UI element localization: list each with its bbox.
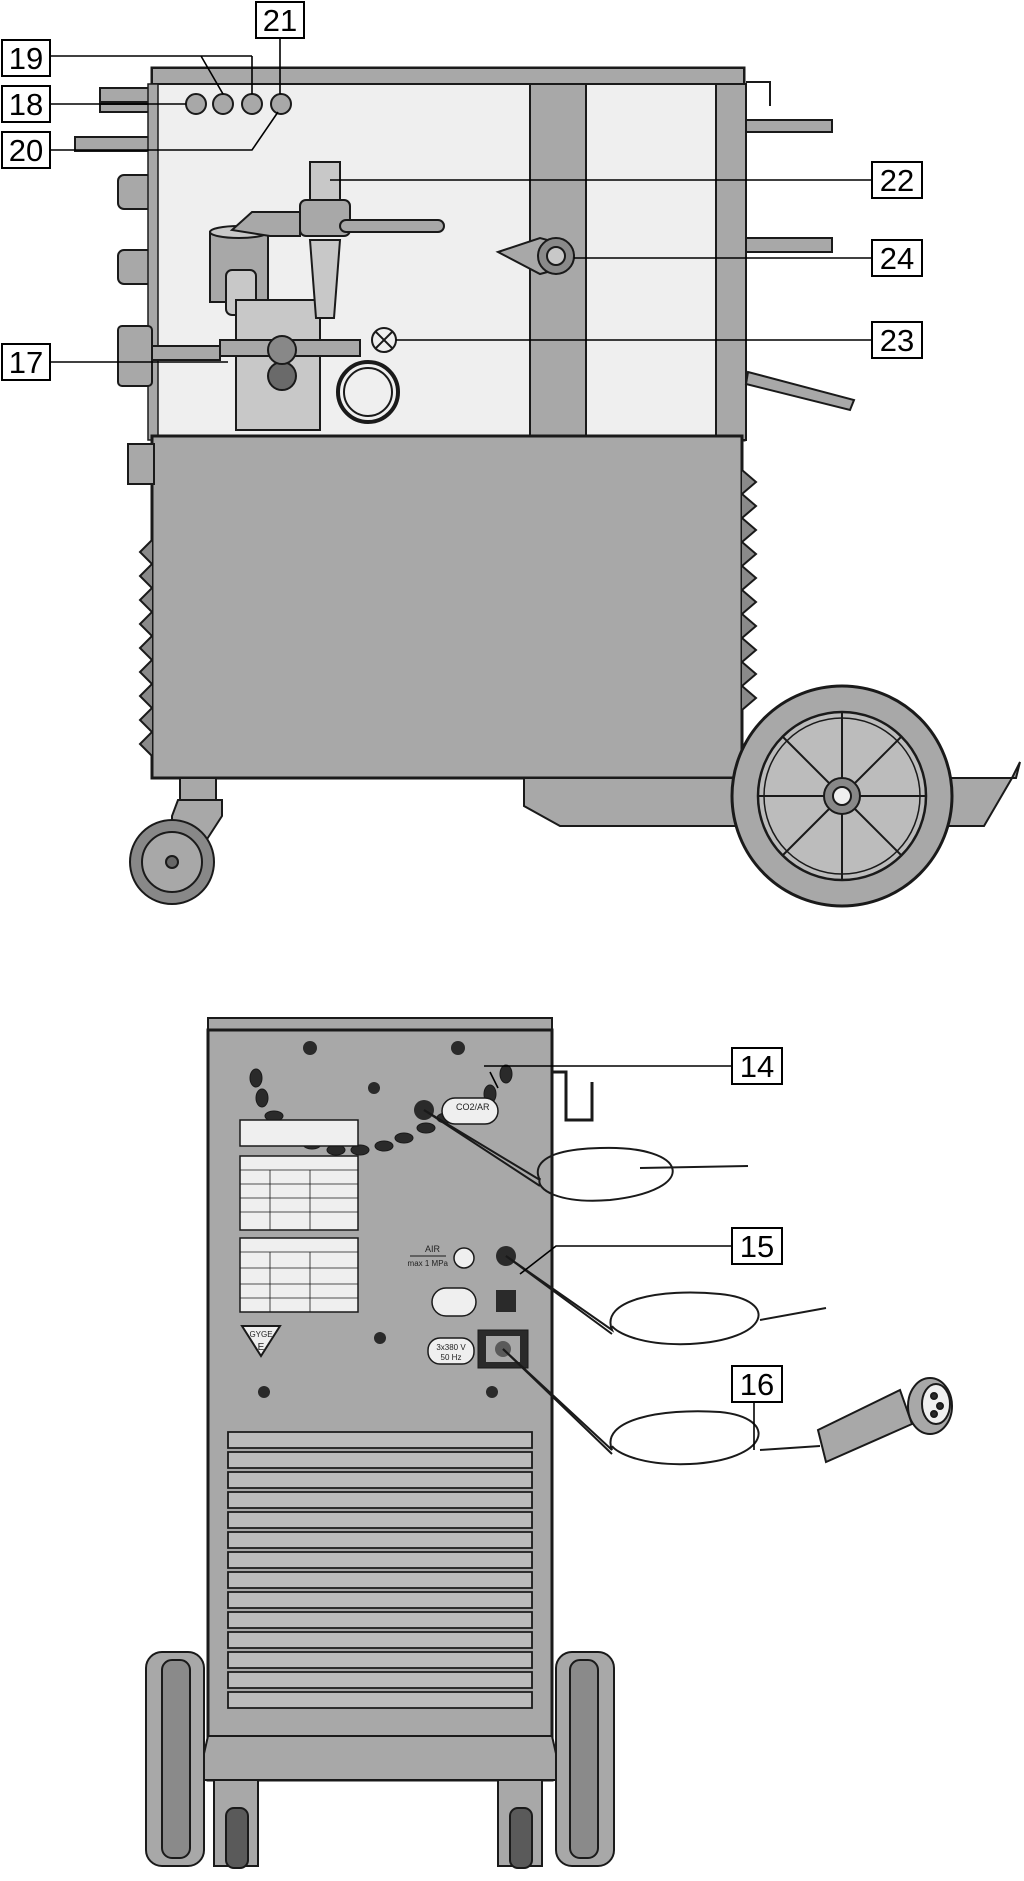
gas-connector (495, 236, 575, 276)
lower-left-tab (127, 443, 155, 485)
rating-plates (239, 1119, 359, 1313)
knob-21 (270, 93, 292, 115)
left-vent-teeth (138, 539, 154, 757)
svg-text:16: 16 (740, 1367, 774, 1402)
leader-lines (50, 38, 872, 1450)
rear-louvres (227, 1431, 533, 1709)
callout-16: 16 (731, 1365, 783, 1403)
callout-19: 19 (1, 39, 51, 77)
mains-line-2: 50 Hz (441, 1353, 462, 1362)
svg-text:22: 22 (880, 163, 914, 198)
svg-text:21: 21 (263, 3, 297, 38)
callout-17: 17 (1, 343, 51, 381)
approval-mark: GYGE E (240, 1325, 282, 1358)
svg-text:20: 20 (9, 133, 43, 168)
svg-text:17: 17 (9, 345, 43, 380)
mains-line-1: 3x380 V (436, 1343, 466, 1352)
side-hook (552, 1070, 594, 1122)
rear-frame (523, 777, 743, 827)
rear-strip (715, 83, 747, 441)
mark-line-1: GYGE (249, 1330, 272, 1339)
rear-top-frame (207, 1017, 553, 1031)
hoses (423, 1109, 827, 1466)
callout-20: 20 (1, 131, 51, 169)
svg-text:18: 18 (9, 87, 43, 122)
rear-wheel (730, 684, 954, 908)
side-view (74, 66, 1021, 908)
callouts: 19 18 20 21 17 22 24 23 (1, 1, 923, 1403)
wire-feeder (117, 161, 445, 431)
left-handle (74, 87, 156, 285)
mark-line-2: E (258, 1342, 265, 1353)
svg-text:19: 19 (9, 41, 43, 76)
knob-19b (241, 93, 263, 115)
right-vent-teeth (740, 469, 758, 711)
callout-24: 24 (871, 239, 923, 277)
rear-bars (744, 81, 856, 412)
screw-holes (258, 1041, 498, 1398)
air-label: AIR (425, 1244, 441, 1254)
svg-text:24: 24 (880, 241, 914, 276)
svg-text:15: 15 (740, 1229, 774, 1264)
front-caster (129, 777, 223, 905)
knob-18 (185, 93, 207, 115)
rear-view-wheels (145, 1651, 615, 1869)
knob-19a (212, 93, 234, 115)
svg-text:23: 23 (880, 323, 914, 358)
callout-22: 22 (871, 161, 923, 199)
rear-base (196, 1735, 564, 1781)
top-knobs (185, 93, 292, 115)
air-pressure-label: max 1 MPa (408, 1259, 449, 1268)
gas-inlet-label: CO2/AR (456, 1102, 490, 1112)
callout-14: 14 (731, 1047, 783, 1085)
rear-view: GYGE E CO2/AR AIR max 1 MPa 3x380 V 50 H… (145, 1017, 953, 1869)
svg-text:14: 14 (740, 1049, 774, 1084)
callout-23: 23 (871, 321, 923, 359)
top-rail (151, 67, 745, 85)
mains-plug (816, 1377, 953, 1464)
callout-15: 15 (731, 1227, 783, 1265)
callout-21: 21 (255, 1, 305, 39)
callout-18: 18 (1, 85, 51, 123)
lower-housing (150, 434, 744, 780)
